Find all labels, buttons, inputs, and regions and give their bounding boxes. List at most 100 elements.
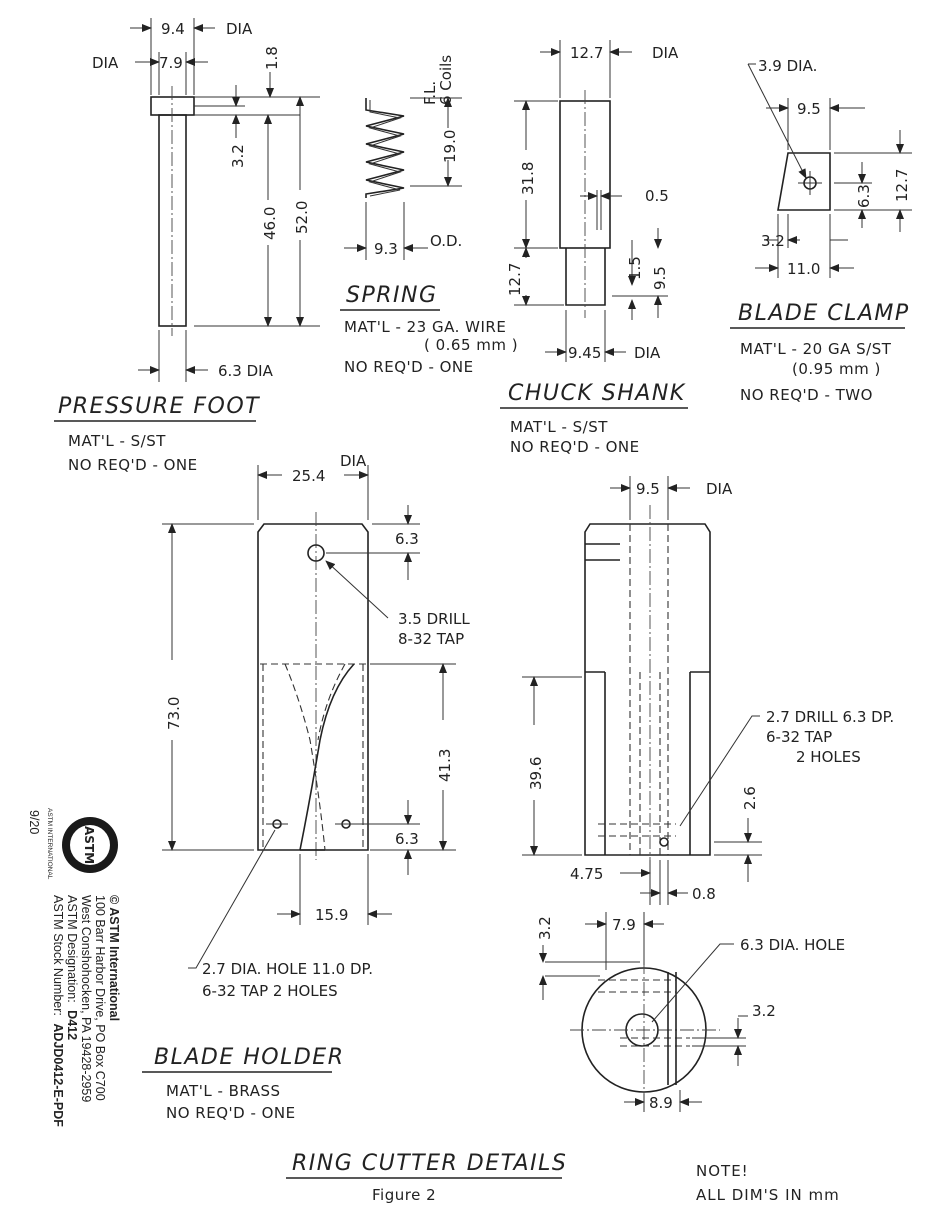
astm-stock-label: ASTM Stock Number: — [51, 895, 65, 1016]
astm-stock: ADJD0412-E-PDF — [51, 1023, 65, 1127]
pf-collar-dia-label: DIA — [92, 54, 119, 72]
blade-holder-front-view: 25.4 DIA 6.3 3.5 DRILL 8-32 TAP 73.0 41.… — [162, 452, 470, 1000]
bh-end-hole-x: 7.9 — [612, 916, 636, 934]
bh-end-right-offset: 3.2 — [752, 1002, 776, 1020]
spring-title: SPRING — [346, 283, 438, 308]
cs-bottom-dia: 9.45 — [568, 344, 601, 362]
spring-material-note: ( 0.65 mm ) — [424, 336, 518, 354]
bh-drill-note-2: 8-32 TAP — [398, 630, 464, 648]
blade-holder-front-body — [257, 523, 369, 851]
bc-bottom-w: 11.0 — [787, 260, 820, 278]
spring-od-label: O.D. — [430, 232, 462, 250]
cs-flat-len: 9.5 — [651, 266, 669, 290]
bh-side-width: 9.5 — [636, 480, 660, 498]
astm-sidebar: 9/20 ASTM ASTM INTERNATIONAL © ASTM Inte… — [27, 808, 121, 1127]
blade-clamp-quantity: NO REQ'D - TWO — [740, 386, 873, 404]
bc-hole-y: 6.3 — [855, 184, 873, 208]
bh-side-gap: 0.8 — [692, 885, 716, 903]
bh-side-hole-h: 2.6 — [741, 786, 759, 810]
pressure-foot-title: PRESSURE FOOT — [58, 394, 260, 419]
bh-height: 73.0 — [165, 697, 183, 730]
bh-slot-len: 41.3 — [436, 749, 454, 782]
figure-label: Figure 2 — [372, 1186, 436, 1204]
spring-length: 19.0 — [441, 130, 459, 163]
astm-stock-line: ASTM Stock Number: ADJD0412-E-PDF — [51, 895, 65, 1127]
bh-end-top-offset: 3.2 — [536, 916, 554, 940]
spring-quantity: NO REQ'D - ONE — [344, 358, 474, 376]
bh-side-offset: 4.75 — [570, 865, 603, 883]
bh-end-hole-note: 6.3 DIA. HOLE — [740, 936, 845, 954]
bc-hole-dia: 3.9 DIA. — [758, 57, 817, 75]
bh-side-drill-note-2: 6-32 TAP — [766, 728, 832, 746]
bh-side-width-label: DIA — [706, 480, 733, 498]
pf-collar-dia: 7.9 — [159, 54, 183, 72]
bh-side-slot-len: 39.6 — [527, 757, 545, 790]
spring-fl-label: F.L. — [421, 81, 439, 105]
bh-hole-spacing: 15.9 — [315, 906, 348, 924]
drawing-footer: RING CUTTER DETAILS Figure 2 NOTE! ALL D… — [286, 1151, 840, 1204]
cs-lower-len: 12.7 — [506, 263, 524, 296]
spring-od: 9.3 — [374, 240, 398, 258]
bc-height: 12.7 — [893, 169, 911, 202]
chuck-shank-view: 12.7 DIA 31.8 12.7 0.5 1.5 9.5 9.45 DIA … — [500, 40, 688, 456]
pf-head-dia: 9.4 — [161, 20, 185, 38]
bh-bottom-hole-note-2: 6-32 TAP 2 HOLES — [202, 982, 338, 1000]
bh-side-drill-note-1: 2.7 DRILL 6.3 DP. — [766, 708, 894, 726]
astm-logo-text: ASTM — [82, 826, 96, 864]
bh-side-drill-note-3: 2 HOLES — [796, 748, 861, 766]
drawing-title: RING CUTTER DETAILS — [292, 1151, 567, 1176]
spring-coils-label: 6 Coils — [437, 55, 455, 105]
bh-top-hole-dim: 6.3 — [395, 530, 419, 548]
bh-top-hole — [307, 544, 325, 562]
spring-view: 19.0 F.L. 6 Coils 9.3 O.D. SPRING MAT'L … — [340, 55, 518, 376]
astm-address-2: West Conshohocken, PA 19428-2959 — [79, 895, 93, 1102]
note-text: ALL DIM'S IN mm — [696, 1186, 840, 1204]
spring-coils — [365, 98, 405, 198]
bh-bottom-hole-note-1: 2.7 DIA. HOLE 11.0 DP. — [202, 960, 373, 978]
cs-step: 1.5 — [626, 256, 644, 280]
astm-designation: D412 — [65, 1010, 79, 1040]
blade-holder-labels: BLADE HOLDER MAT'L - BRASS NO REQ'D - ON… — [142, 1045, 344, 1122]
cs-bottom-dia-label: DIA — [634, 344, 661, 362]
blade-clamp-body — [777, 152, 831, 211]
astm-address-1: 100 Barr Harbor Drive, PO Box C700 — [93, 895, 107, 1101]
blade-clamp-title: BLADE CLAMP — [738, 301, 910, 326]
astm-logo-caption: ASTM INTERNATIONAL — [46, 808, 53, 880]
blade-holder-quantity: NO REQ'D - ONE — [166, 1104, 296, 1122]
pressure-foot-quantity: NO REQ'D - ONE — [68, 456, 198, 474]
blade-clamp-view: 3.9 DIA. 9.5 12.7 6.3 3.2 11.0 BLADE CLA… — [730, 57, 912, 404]
blade-holder-material: MAT'L - BRASS — [166, 1082, 281, 1100]
spring-material: MAT'L - 23 GA. WIRE — [344, 318, 506, 336]
note-title: NOTE! — [696, 1162, 749, 1180]
astm-designation-label: ASTM Designation: — [65, 895, 79, 1003]
blade-holder-end-view: 3.2 7.9 6.3 DIA. HOLE 3.2 8.9 — [536, 912, 845, 1112]
bh-drill-note-1: 3.5 DRILL — [398, 610, 470, 628]
cs-top-dia: 12.7 — [570, 44, 603, 62]
cs-top-dia-label: DIA — [652, 44, 679, 62]
chuck-shank-quantity: NO REQ'D - ONE — [510, 438, 640, 456]
chuck-shank-lower — [565, 248, 606, 306]
pressure-foot-view: 9.4 DIA DIA 7.9 1.8 3.2 46.0 52.0 6.3 DI… — [54, 18, 320, 474]
chuck-shank-material: MAT'L - S/ST — [510, 418, 608, 436]
pf-head-dia-label: DIA — [226, 20, 253, 38]
pf-offset: 3.2 — [229, 144, 247, 168]
bh-side-hole — [659, 837, 669, 847]
blade-holder-side-body — [584, 523, 711, 856]
chuck-shank-title: CHUCK SHANK — [508, 381, 686, 406]
pf-collar-h: 1.8 — [263, 46, 281, 70]
blade-clamp-material-note: (0.95 mm ) — [792, 360, 881, 378]
pressure-foot-material: MAT'L - S/ST — [68, 432, 166, 450]
astm-copyright: © ASTM International — [107, 895, 121, 1021]
astm-logo-icon: ASTM — [62, 817, 118, 873]
pf-shaft-dia: 6.3 DIA — [218, 362, 274, 380]
blade-holder-title: BLADE HOLDER — [154, 1045, 344, 1070]
astm-date: 9/20 — [27, 810, 41, 834]
blade-holder-side-view: 9.5 DIA 39.6 2.7 DRILL 6.3 DP. 6-32 TAP … — [522, 476, 894, 905]
bh-width: 25.4 — [292, 467, 325, 485]
cs-upper-len: 31.8 — [519, 162, 537, 195]
bc-top-w: 9.5 — [797, 100, 821, 118]
bh-bottom-hole-dim: 6.3 — [395, 830, 419, 848]
bh-end-bottom-w: 8.9 — [649, 1094, 673, 1112]
pressure-foot-head — [150, 96, 195, 116]
